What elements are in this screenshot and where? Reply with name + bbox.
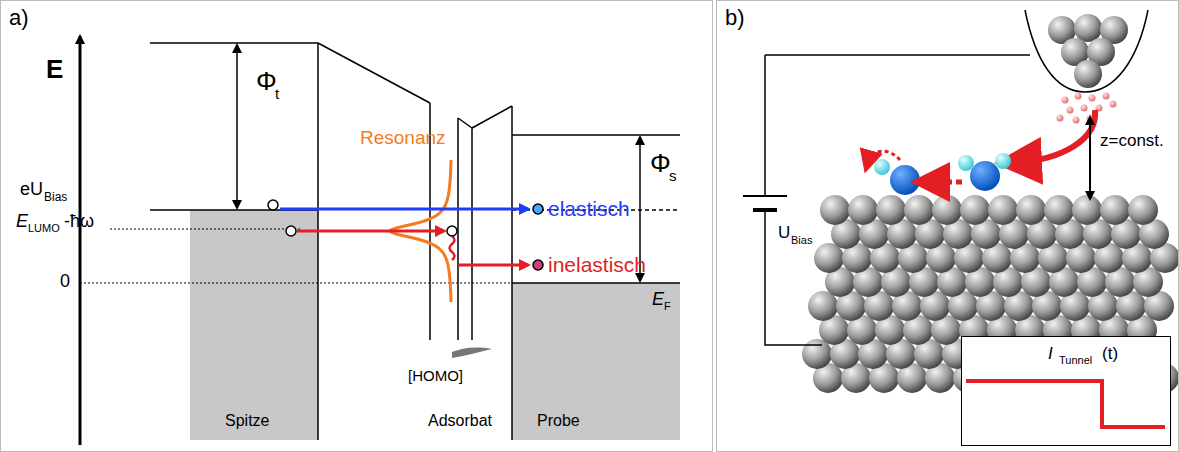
subscript: Bias [791, 235, 812, 246]
energy-diagram-part [447, 226, 457, 236]
energy-diagram [80, 36, 680, 445]
region-label: Spitze [225, 413, 269, 429]
panel-letter: b) [725, 7, 745, 29]
energy-diagram-part [318, 43, 430, 103]
panel: b) I Tunnel (t) [716, 0, 1179, 452]
energy-diagram-part [471, 128, 473, 340]
work-function: Φ [650, 150, 671, 176]
energy-diagram-part [80, 283, 512, 284]
subscript: F [664, 301, 671, 312]
stm-sketch-part-part [1074, 60, 1102, 88]
stm-sketch-part-part [1072, 195, 1102, 225]
energy-diagram-part [452, 348, 492, 358]
energy-diagram-part [150, 42, 318, 44]
subscript: Bias [44, 191, 67, 203]
region-label: Probe [537, 413, 580, 429]
current-step [966, 381, 1165, 427]
energy-diagram-part [472, 106, 512, 128]
stm-sketch-part-part [848, 195, 878, 225]
stm-sketch-part-part [1103, 93, 1110, 100]
lumo-level: E [16, 212, 28, 230]
signal-name: Tunnel [1059, 355, 1092, 366]
subscript: s [669, 168, 677, 183]
stm-sketch-part-part [1075, 93, 1082, 100]
resonance-label: Resonanz [360, 128, 446, 147]
panel-letter: a) [9, 7, 29, 29]
bias-label: U [778, 224, 790, 241]
energy-diagram-part [190, 210, 318, 440]
stm-sketch-part-part [1074, 14, 1102, 42]
stm-sketch-part [874, 159, 890, 175]
current-trace [962, 337, 1169, 444]
stm-sketch-part [995, 153, 1011, 169]
energy-diagram-part [511, 106, 513, 440]
energy-diagram-part [512, 283, 680, 440]
fermi-level: E [652, 290, 664, 308]
stm-sketch-part [753, 208, 777, 212]
zero-level: 0 [60, 272, 70, 290]
energy-diagram-part [317, 43, 319, 440]
energy-diagram-part [533, 204, 543, 214]
energy-diagram-part [450, 236, 455, 260]
stm-sketch-part [970, 161, 1000, 191]
work-function: Φ [256, 68, 277, 94]
stm-sketch-part [868, 151, 900, 162]
energy-diagram-part [512, 134, 680, 136]
stm-sketch-part-part [1100, 195, 1130, 225]
stm-sketch-part-part [1110, 101, 1117, 108]
stm-sketch-part [1018, 110, 1095, 162]
stm-sketch-part-part [1081, 105, 1088, 112]
stm-sketch-part-part [1044, 195, 1074, 225]
stm-sketch-part-part [904, 195, 934, 225]
stm-sketch-part-part [1073, 117, 1080, 124]
stm-sketch-part-part [1016, 195, 1046, 225]
subscript: LUMO [28, 223, 60, 234]
stm-sketch-part-part [960, 195, 990, 225]
current-inset: I Tunnel (t) [961, 336, 1171, 446]
stm-sketch-part [1048, 14, 1128, 88]
bias-level: eU [20, 180, 43, 198]
signal-name: (t) [1102, 345, 1118, 362]
stm-sketch-part [765, 55, 1030, 345]
energy-diagram-part [458, 264, 528, 267]
stm-sketch-part-part [1062, 97, 1069, 104]
stm-sketch-part [743, 195, 787, 197]
stm-sketch-part-part [1128, 195, 1158, 225]
stm-sketch-part [930, 180, 962, 185]
homo-label: [HOMO] [408, 368, 463, 383]
axis-label: E [46, 56, 63, 82]
energy-diagram-part [79, 36, 82, 445]
stm-sketch-part-part [820, 195, 850, 225]
stm-sketch-part [1057, 93, 1117, 124]
energy-diagram-part [458, 118, 472, 128]
phonon-energy: -ħω [64, 212, 94, 230]
energy-diagram-part [457, 118, 459, 340]
energy-diagram-part [286, 226, 296, 236]
region-label: Adsorbat [428, 413, 492, 429]
panel: a) [0, 0, 713, 452]
elastic-label: elastisch [548, 198, 630, 219]
energy-diagram-part [110, 229, 300, 230]
stm-sketch-part [1089, 120, 1091, 196]
energy-diagram-part [512, 282, 680, 284]
stm-sketch-part-part [932, 195, 962, 225]
inelastic-label: inelastisch [548, 254, 646, 275]
distance-label: z=const. [1100, 132, 1164, 149]
stm-sketch-part-part [1089, 95, 1096, 102]
stm-sketch-part-part [876, 195, 906, 225]
stm-sketch-part-part [988, 195, 1018, 225]
subscript: t [275, 86, 279, 101]
stm-sketch-part [958, 155, 974, 171]
energy-diagram-part [533, 260, 543, 270]
stm-sketch-part-part [1057, 115, 1064, 122]
energy-diagram-part [236, 48, 238, 205]
stm-sketch-part [1025, 10, 1148, 92]
energy-diagram-part [297, 230, 444, 233]
stm-sketch-part [890, 165, 920, 195]
stm-sketch-part-part [1067, 107, 1074, 114]
energy-diagram-part [268, 200, 278, 210]
energy-diagram-part [280, 208, 528, 211]
signal-name: I [1048, 345, 1053, 362]
